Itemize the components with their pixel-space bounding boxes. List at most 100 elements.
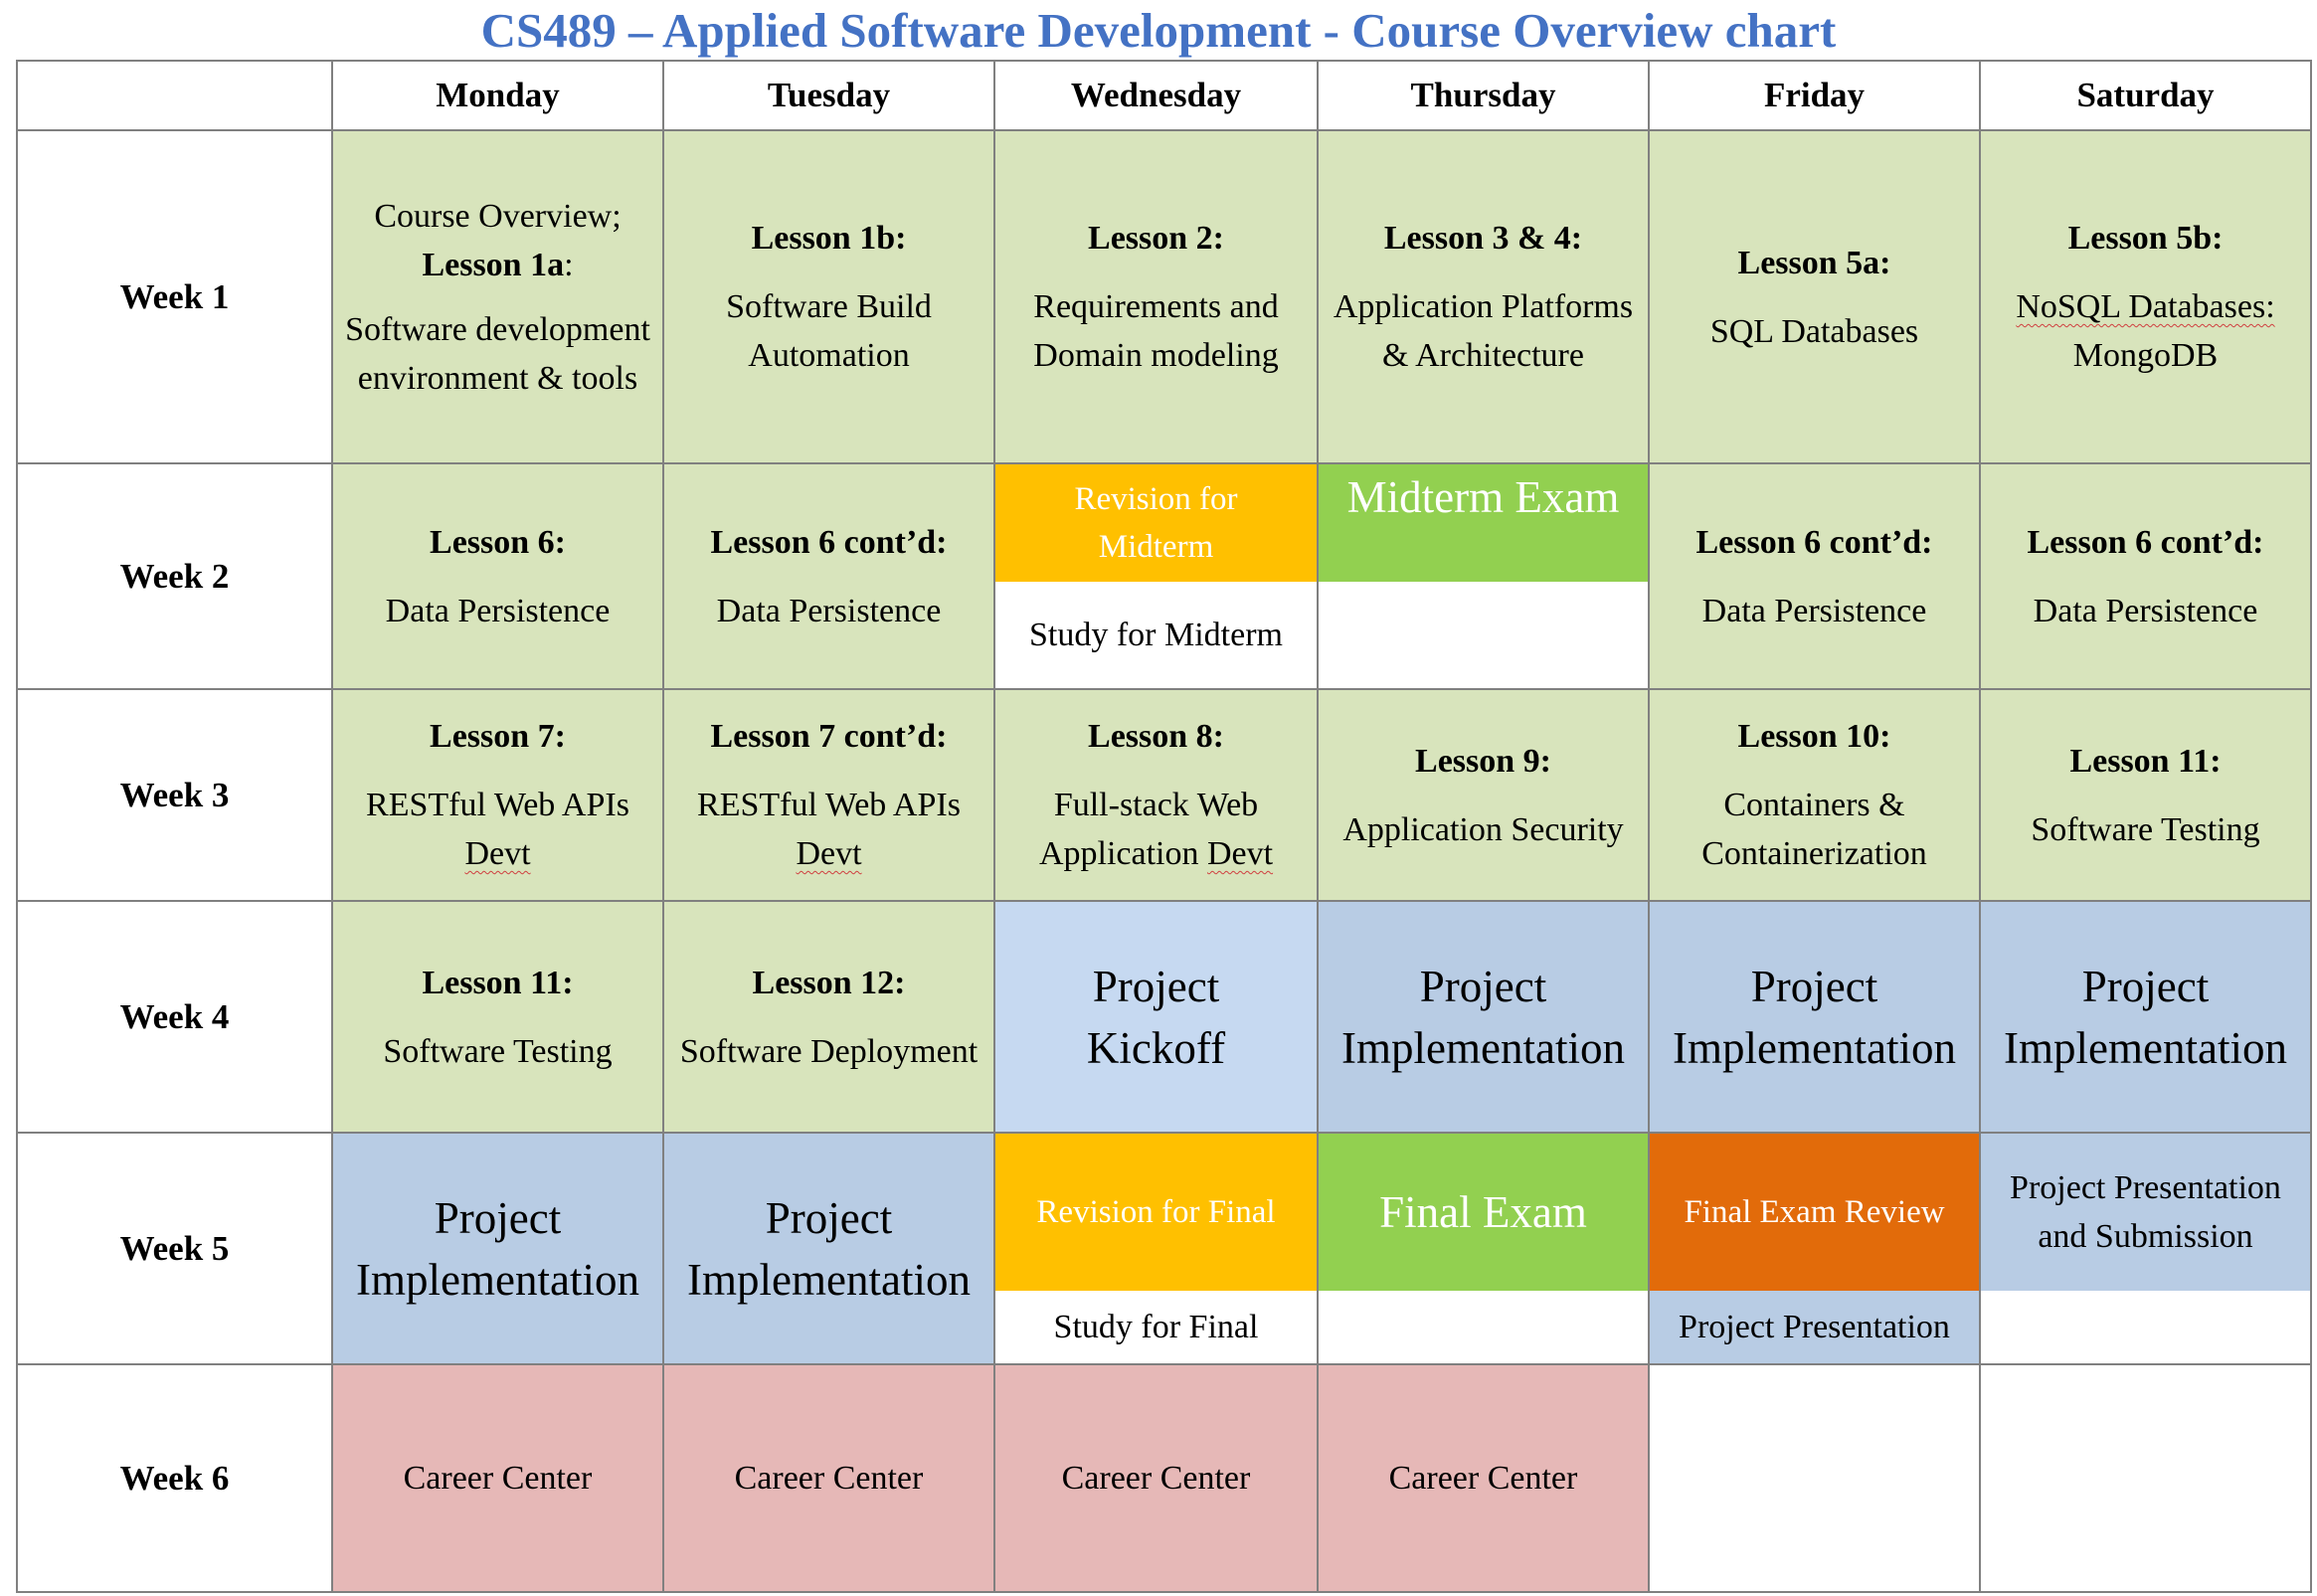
lesson-name: Lesson 8:	[1088, 718, 1224, 755]
day-header: Tuesday	[662, 60, 995, 131]
corner-cell	[16, 60, 333, 131]
project-implementation-cell: Project Implementation	[1648, 900, 1981, 1134]
lesson-cell: Lesson 5a: SQL Databases	[1648, 129, 1981, 464]
page-title: CS489 – Applied Software Development - C…	[480, 3, 1837, 58]
final-exam-review: Final Exam Review	[1651, 1135, 1978, 1291]
week-label: Week 2	[16, 462, 333, 690]
lesson-topic: Software Build Automation	[726, 288, 932, 374]
lesson-topic: Devt	[796, 835, 862, 872]
week-row: Week 1 Course Overview; Lesson 1a: Softw…	[16, 129, 2312, 464]
lesson-cell: Lesson 2: Requirements and Domain modeli…	[993, 129, 1319, 464]
week-label: Week 3	[16, 688, 333, 902]
empty-cell	[1648, 1363, 1981, 1593]
empty-slot	[1320, 1291, 1647, 1362]
day-header: Friday	[1648, 60, 1981, 131]
lesson-topic: SQL Databases	[1709, 312, 1919, 350]
lesson-name: Lesson 10:	[1737, 718, 1891, 755]
revision-midterm: Revision for Midterm	[996, 465, 1316, 582]
career-center-cell: Career Center	[662, 1363, 995, 1593]
lesson-name: Lesson 11:	[2069, 742, 2222, 780]
lesson-cell: Lesson 6 cont’d: Data Persistence	[1979, 462, 2312, 690]
lesson-cell: Lesson 6 cont’d: Data Persistence	[1648, 462, 1981, 690]
lesson-topic: Data Persistence	[385, 592, 611, 629]
lesson-name: Lesson 7:	[430, 718, 566, 755]
lesson-topic: Application Platforms & Architecture	[1333, 288, 1634, 374]
lesson-topic: Application Security	[1342, 810, 1624, 848]
lesson-cell: Lesson 3 & 4: Application Platforms & Ar…	[1317, 129, 1650, 464]
week-row: Week 5 Project Implementation Project Im…	[16, 1132, 2312, 1365]
revision-final: Revision for Final	[996, 1135, 1316, 1291]
project-presentation: Project Presentation	[1651, 1291, 1978, 1362]
lesson-name: Lesson 3 & 4:	[1383, 220, 1583, 257]
lesson-topic: Full-stack Web	[1053, 787, 1259, 823]
final-exam: Final Exam	[1320, 1135, 1647, 1291]
lesson-cell: Lesson 11: Software Testing	[331, 900, 664, 1134]
lesson-name: Lesson 6:	[430, 523, 566, 561]
week-label: Week 6	[16, 1363, 333, 1593]
lesson-cell: Lesson 10: Containers & Containerization	[1648, 688, 1981, 902]
project-kickoff-cell: Project Kickoff	[993, 900, 1319, 1134]
lesson-cell: Lesson 6: Data Persistence	[331, 462, 664, 690]
split-cell: Final Exam	[1317, 1132, 1650, 1365]
lesson-name: Lesson 6 cont’d:	[710, 523, 948, 561]
study-final: Study for Final	[996, 1291, 1316, 1362]
split-cell: Revision for Midterm Study for Midterm	[993, 462, 1319, 690]
day-header: Wednesday	[993, 60, 1319, 131]
lesson-name: Lesson 7 cont’d:	[710, 718, 948, 755]
project-implementation-cell: Project Implementation	[1317, 900, 1650, 1134]
lesson-topic: Data Persistence	[1701, 592, 1927, 629]
day-header: Saturday	[1979, 60, 2312, 131]
lesson-name: Lesson 5a:	[1737, 244, 1891, 281]
lesson-cell: Lesson 1b: Software Build Automation	[662, 129, 995, 464]
split-cell: Midterm Exam	[1317, 462, 1650, 690]
midterm-exam: Midterm Exam	[1320, 465, 1647, 582]
lesson-topic: Application	[1038, 835, 1199, 872]
lesson-topic: Software development environment & tools	[345, 310, 650, 397]
lesson-cell: Lesson 9: Application Security	[1317, 688, 1650, 902]
lesson-topic: Data Persistence	[716, 592, 942, 629]
empty-cell	[1979, 1363, 2312, 1593]
lesson-topic: Data Persistence	[2033, 592, 2258, 629]
lesson-topic: Software Deployment	[679, 1032, 979, 1070]
project-implementation-cell: Project Implementation	[331, 1132, 664, 1365]
lesson-topic: RESTful Web APIs	[697, 787, 961, 823]
week-label: Week 1	[16, 129, 333, 464]
lesson-name: Lesson 1b:	[751, 220, 907, 257]
course-schedule-table: Monday Tuesday Wednesday Thursday Friday…	[16, 60, 2312, 1593]
lesson-cell: Lesson 12: Software Deployment	[662, 900, 995, 1134]
header-row: Monday Tuesday Wednesday Thursday Friday…	[16, 60, 2312, 131]
lesson-colon: :	[564, 246, 574, 283]
career-center-cell: Career Center	[331, 1363, 664, 1593]
lesson-name: Lesson 5b:	[2067, 220, 2224, 257]
split-cell: Project Presentation and Submission	[1979, 1132, 2312, 1365]
day-header: Thursday	[1317, 60, 1650, 131]
project-presentation-submission: Project Presentation and Submission	[1982, 1135, 2309, 1291]
project-implementation-cell: Project Implementation	[1979, 900, 2312, 1134]
lesson-topic: Devt	[464, 835, 531, 872]
empty-slot	[1320, 582, 1647, 687]
lesson-cell: Course Overview; Lesson 1a: Software dev…	[331, 129, 664, 464]
empty-slot	[1982, 1291, 2309, 1362]
lesson-name: Lesson 12:	[752, 964, 906, 1001]
week-label: Week 5	[16, 1132, 333, 1365]
lesson-topic: RESTful Web APIs	[366, 787, 629, 823]
lesson-name: Lesson 6 cont’d:	[2027, 523, 2264, 561]
lesson-topic: NoSQL Databases:	[2016, 288, 2275, 325]
split-cell: Revision for Final Study for Final	[993, 1132, 1319, 1365]
lesson-name: Lesson 1a	[422, 246, 565, 283]
lesson-name: Lesson 11:	[422, 964, 574, 1001]
week-row: Week 4 Lesson 11: Software Testing Lesso…	[16, 900, 2312, 1134]
career-center-cell: Career Center	[993, 1363, 1319, 1593]
lesson-cell: Lesson 6 cont’d: Data Persistence	[662, 462, 995, 690]
week-row: Week 2 Lesson 6: Data Persistence Lesson…	[16, 462, 2312, 690]
lesson-topic: Containers & Containerization	[1701, 787, 1927, 872]
day-header: Monday	[331, 60, 664, 131]
lesson-topic: Software Testing	[2031, 810, 2260, 848]
lesson-cell: Lesson 11: Software Testing	[1979, 688, 2312, 902]
study-midterm: Study for Midterm	[996, 582, 1316, 687]
week-row: Week 6 Career Center Career Center Caree…	[16, 1363, 2312, 1593]
